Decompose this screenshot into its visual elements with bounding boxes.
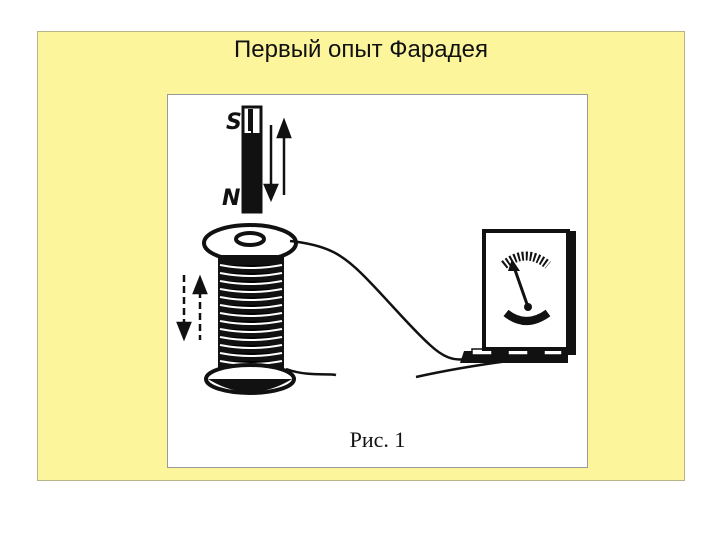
figure-panel: S N — [167, 94, 588, 468]
magnet-pole-s: S — [226, 110, 242, 135]
slide-title: Первый опыт Фарадея — [234, 36, 488, 63]
figure-caption: Рис. 1 — [349, 427, 406, 452]
galvanometer — [460, 229, 576, 363]
slide: Первый опыт Фарадея S N — [37, 31, 685, 481]
magnet-pole-n: N — [222, 186, 240, 211]
magnet-motion-arrows-icon — [263, 117, 292, 203]
coil — [202, 223, 298, 395]
coil-motion-arrows-icon — [176, 274, 208, 342]
bar-magnet — [241, 105, 263, 214]
faraday-experiment-illustration: S N — [176, 105, 576, 395]
